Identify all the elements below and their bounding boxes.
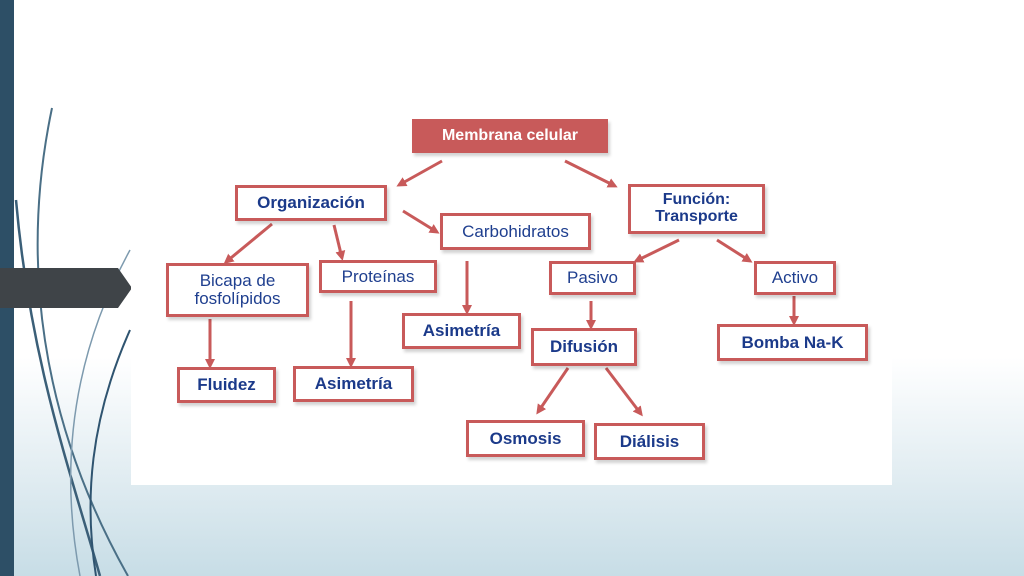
decorative-curve-4: [89, 329, 131, 576]
node-membrana-celular: Membrana celular: [412, 119, 608, 153]
connector-layer: [205, 159, 799, 417]
node-proteinas: Proteínas: [319, 260, 437, 293]
node-activo: Activo: [754, 261, 836, 295]
node-dialisis: Diálisis: [594, 423, 705, 460]
node-asimetria-carbohidratos: Asimetría: [402, 313, 521, 349]
arrow-organizacion-to-carbohidratos: [402, 209, 440, 234]
node-osmosis: Osmosis: [466, 420, 585, 457]
node-pasivo: Pasivo: [549, 261, 636, 295]
arrow-membrana-to-organizacion: [396, 159, 443, 187]
arrow-organizacion-to-bicapa: [223, 222, 273, 264]
node-asimetria-proteinas: Asimetría: [293, 366, 414, 402]
node-difusion: Difusión: [531, 328, 637, 366]
node-bomba-na-k: Bomba Na-K: [717, 324, 868, 361]
node-bicapa-fosfolipidos: Bicapa de fosfolípidos: [166, 263, 309, 317]
decorative-curve-1: [36, 107, 129, 576]
slide-tab-marker: [0, 268, 132, 308]
node-fluidez: Fluidez: [177, 367, 276, 403]
arrow-organizacion-to-proteinas: [332, 224, 346, 261]
arrow-difusion-to-osmosis: [536, 367, 570, 415]
arrow-funcion-to-activo: [716, 238, 753, 263]
concept-map: Membrana celular Organización Función: T…: [131, 90, 892, 485]
node-organizacion: Organización: [235, 185, 387, 221]
node-funcion-transporte: Función: Transporte: [628, 184, 765, 234]
arrow-funcion-to-pasivo: [633, 238, 680, 263]
decorative-curve-2: [14, 199, 102, 576]
arrow-difusion-to-dialisis: [604, 367, 643, 417]
node-carbohidratos: Carbohidratos: [440, 213, 591, 250]
arrow-membrana-to-funcion: [564, 159, 618, 188]
